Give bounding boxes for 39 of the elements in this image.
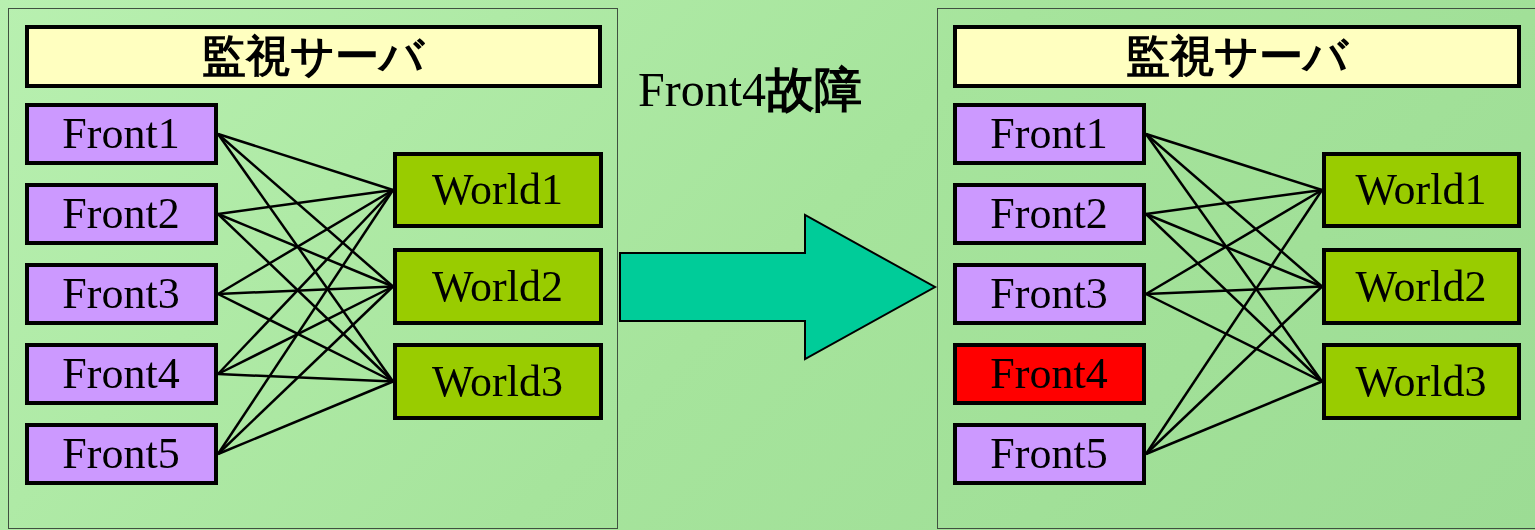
world-server-box: World1 bbox=[1321, 151, 1521, 228]
server-header: 監視サーバ bbox=[24, 24, 602, 88]
connector-line bbox=[1145, 285, 1323, 455]
front-server-box: Front4 bbox=[952, 342, 1146, 405]
connector-line bbox=[1145, 188, 1323, 216]
front-server-box: Front5 bbox=[24, 422, 218, 485]
connector-line bbox=[1145, 380, 1323, 456]
world-server-box: World3 bbox=[392, 342, 603, 420]
front-server-box: Front1 bbox=[952, 102, 1146, 165]
front-server-box: Front3 bbox=[952, 262, 1146, 325]
connector-line bbox=[217, 380, 394, 456]
connector-line bbox=[1145, 292, 1323, 383]
connector-line bbox=[217, 188, 394, 216]
connector-line bbox=[1145, 285, 1323, 296]
connector-line bbox=[217, 133, 394, 288]
connector-line bbox=[1145, 133, 1323, 288]
connector-line bbox=[1145, 132, 1323, 192]
front-server-box: Front1 bbox=[24, 102, 218, 165]
world-server-box: World2 bbox=[1321, 247, 1521, 325]
connector-line bbox=[217, 132, 394, 192]
connector-line bbox=[217, 212, 394, 288]
connector-line bbox=[217, 285, 394, 296]
panel-frame bbox=[937, 8, 1535, 529]
connector-line bbox=[1145, 212, 1323, 288]
world-server-box: World3 bbox=[1321, 342, 1521, 420]
server-header: 監視サーバ bbox=[952, 24, 1521, 88]
world-server-box: World1 bbox=[392, 151, 603, 228]
connector-line bbox=[217, 372, 394, 383]
front-server-box: Front5 bbox=[952, 422, 1146, 485]
front-server-box: Front2 bbox=[952, 182, 1146, 245]
front-server-box: Front2 bbox=[24, 182, 218, 245]
panel-frame bbox=[8, 8, 618, 529]
edge-label: Front4故障 bbox=[638, 60, 862, 119]
connector-line bbox=[217, 285, 394, 455]
connector-line bbox=[1145, 188, 1323, 296]
world-server-box: World2 bbox=[392, 247, 603, 325]
front-server-box: Front3 bbox=[24, 262, 218, 325]
front-server-box: Front4 bbox=[24, 342, 218, 405]
block-arrow bbox=[619, 213, 938, 361]
